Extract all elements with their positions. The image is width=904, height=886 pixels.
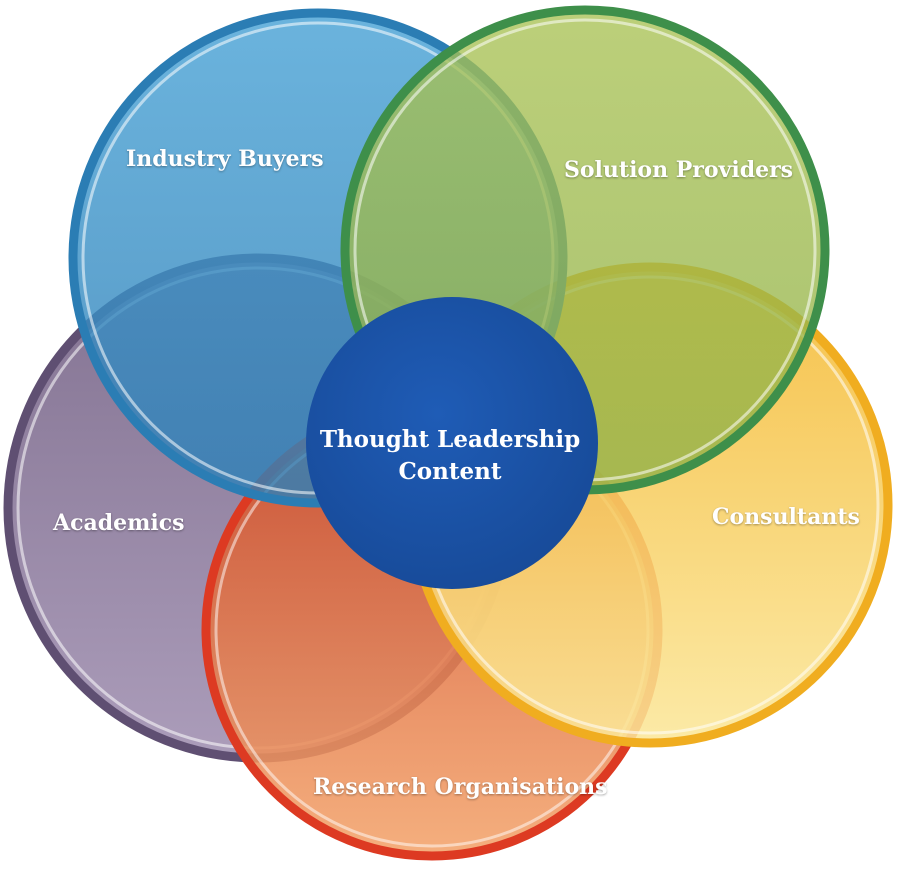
center-label-line2: Content bbox=[398, 458, 502, 485]
label-research-organisations: Research Organisations bbox=[313, 774, 608, 800]
label-academics: Academics bbox=[53, 510, 185, 536]
label-consultants: Consultants bbox=[712, 504, 860, 530]
label-industry-buyers: Industry Buyers bbox=[126, 146, 324, 172]
circle-thought-leadership bbox=[306, 297, 598, 589]
center-label: Thought Leadership Content bbox=[300, 424, 600, 488]
center-label-line1: Thought Leadership bbox=[319, 426, 581, 453]
label-solution-providers: Solution Providers bbox=[564, 157, 794, 183]
